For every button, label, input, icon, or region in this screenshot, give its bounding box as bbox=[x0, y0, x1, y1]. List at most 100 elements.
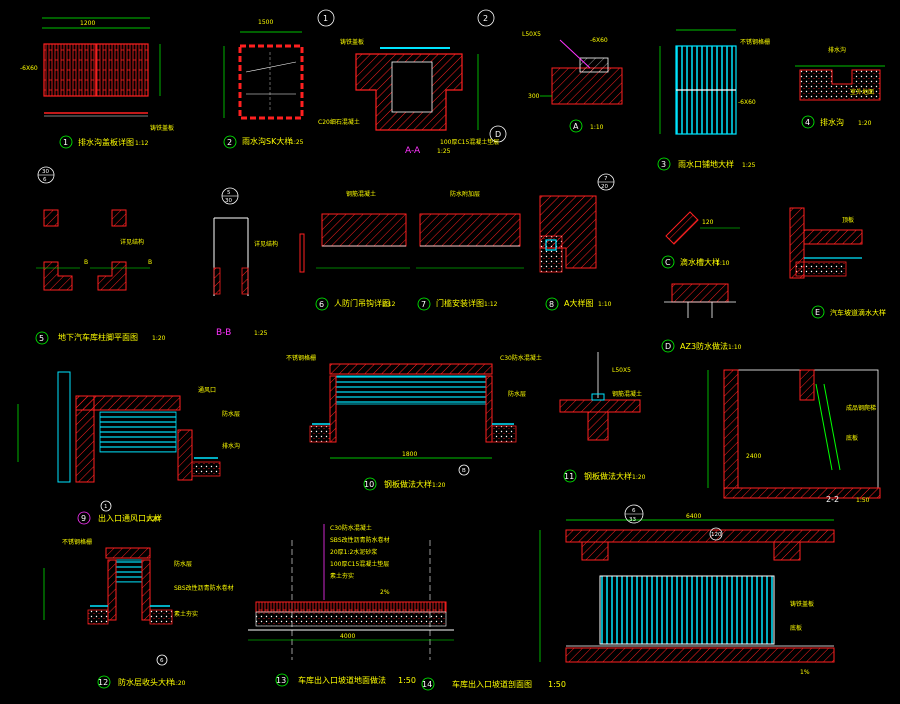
dim-label: 120 bbox=[711, 532, 722, 538]
detail-7-threshold: 防水附加层 7 门槛安装详图 1:12 bbox=[416, 190, 524, 311]
detail-title: 防水层收头大样 bbox=[118, 677, 174, 687]
detail-scale: 1:25 bbox=[254, 330, 268, 337]
note-label: 防水附加层 bbox=[450, 190, 480, 198]
section-label: 2-2 bbox=[826, 495, 839, 504]
detail-title: 车库出入口坡道地面做法 bbox=[298, 675, 386, 685]
detail-12-waterproof-end: 不锈钢格栅 防水层 SBS改性沥青防水卷材 素土夯实 6 12 防水层收头大样 … bbox=[43, 538, 234, 689]
detail-2-rain-well: 1500 2 雨水沟SK大样 1:25 bbox=[223, 19, 304, 149]
note-label: 成品钢爬梯 bbox=[846, 404, 876, 412]
dim-label: 120 bbox=[702, 219, 714, 226]
ref-bubble: 2 bbox=[483, 14, 488, 23]
dim-label: 4000 bbox=[340, 633, 355, 640]
detail-section-b-b: 5 30 详见结构 B-B 1:25 bbox=[213, 187, 305, 338]
detail-scale: 1:12 bbox=[484, 301, 498, 308]
detail-scale: 1:20 bbox=[172, 680, 186, 687]
note-label: 不锈钢格栅 bbox=[286, 354, 316, 362]
detail-scale: 1:10 bbox=[598, 301, 612, 308]
detail-number: C bbox=[665, 258, 671, 267]
detail-number: 12 bbox=[98, 678, 108, 687]
ref-letter: B bbox=[84, 259, 88, 266]
note-label: 不锈钢格栅 bbox=[740, 38, 770, 46]
detail-title: 钢板做法大样 bbox=[384, 479, 432, 489]
detail-scale: 1:50 bbox=[398, 676, 416, 685]
dim-label: 6400 bbox=[686, 513, 701, 520]
detail-9-vent: 通风口 防水层 排水沟 1 9 出入口通风口大样 1:20 bbox=[17, 371, 240, 525]
ref-bubble: 33 bbox=[629, 517, 636, 523]
detail-6-hook: 钢筋混凝土 6 人防门吊钩详图 1:12 bbox=[315, 190, 410, 311]
detail-number: 8 bbox=[549, 300, 554, 309]
note-label: L50X5 bbox=[522, 31, 541, 38]
dim-label: 2400 bbox=[746, 453, 761, 460]
detail-number: 4 bbox=[805, 118, 810, 127]
detail-title: 汽车坡道滴水大样 bbox=[830, 308, 886, 317]
detail-title: 排水沟 bbox=[820, 117, 844, 127]
detail-number: 9 bbox=[81, 514, 86, 523]
detail-c-drip: 120 C 滴水槽大样 1:10 bbox=[661, 211, 740, 269]
detail-scale: 1:50 bbox=[856, 497, 870, 504]
detail-number: 3 bbox=[661, 160, 666, 169]
note-label: 详见结构 bbox=[120, 238, 144, 246]
detail-scale: 1:20 bbox=[432, 482, 446, 489]
detail-number: A bbox=[573, 122, 579, 131]
detail-title: 排水沟盖板详图 bbox=[78, 137, 134, 147]
note-label: C30防水混凝土 bbox=[330, 524, 372, 532]
detail-number: 14 bbox=[422, 680, 432, 689]
detail-number: E bbox=[815, 308, 820, 317]
ref-bubble: 6 bbox=[632, 508, 636, 514]
note-label: 防水层 bbox=[508, 390, 526, 398]
note-label: 通风口 bbox=[198, 386, 216, 394]
note-label: 素土夯实 bbox=[174, 610, 198, 618]
detail-14-ramp-section: 6 33 120 6400 铸铁盖板 底板 1% 14 车库出入口坡道剖面图 1… bbox=[421, 504, 835, 691]
note-label: -6X60 bbox=[20, 65, 38, 72]
detail-number: 11 bbox=[564, 472, 574, 481]
detail-8-a-large: 7 20 8 A大样图 1:10 bbox=[539, 173, 615, 311]
ref-bubble: 7 bbox=[604, 176, 608, 182]
detail-grate-plan: 不锈钢格栅 -6X60 3 雨水口铺地大样 1:25 bbox=[657, 29, 770, 171]
note-label: 不锈钢格栅 bbox=[62, 538, 92, 546]
detail-title: 雨水沟SK大样 bbox=[242, 136, 292, 146]
ref-letter: B bbox=[148, 259, 152, 266]
detail-title: 滴水槽大样 bbox=[680, 257, 720, 267]
detail-scale: 1:12 bbox=[135, 140, 149, 147]
note-label: 20厚1:2水泥砂浆 bbox=[330, 548, 377, 556]
note-label: 100厚C15混凝土垫层 bbox=[330, 560, 389, 568]
detail-scale: 1:50 bbox=[548, 680, 566, 689]
ref-bubble: 6 bbox=[43, 177, 47, 183]
note-label: SBS改性沥青防水卷材 bbox=[330, 536, 390, 544]
detail-scale: 1:20 bbox=[858, 120, 872, 127]
detail-title: 车库出入口坡道剖面图 bbox=[452, 679, 532, 689]
detail-section-2-2: 成品钢爬梯 底板 2400 2-2 1:50 bbox=[707, 369, 881, 504]
note-label: C20细石混凝土 bbox=[318, 118, 360, 126]
slope-label: 2% bbox=[380, 589, 390, 596]
note-label: 防水层 bbox=[174, 560, 192, 568]
note-label: 铸铁盖板 bbox=[150, 124, 174, 132]
detail-1-drain-cover: 1200 -6X60 铸铁盖板 1 排水沟盖板详图 1:12 bbox=[20, 17, 174, 149]
detail-scale: 1:25 bbox=[290, 139, 304, 146]
detail-scale: 1:20 bbox=[146, 516, 160, 523]
detail-4-drain-ditch: 排水沟 室外地面 4 排水沟 1:20 bbox=[795, 46, 885, 129]
dim-label: 1800 bbox=[402, 451, 417, 458]
detail-number: 2 bbox=[227, 138, 232, 147]
detail-10-steel-plate: 不锈钢格栅 C30防水混凝土 防水层 1800 B 10 钢板做法大样 1:20 bbox=[286, 354, 542, 491]
note-label: 钢筋混凝土 bbox=[346, 190, 376, 198]
detail-title: AZ3防水做法 bbox=[680, 341, 728, 351]
detail-5-column-plan: 30 6 B B 详见结构 5 地下汽车库柱脚平面图 1:20 bbox=[35, 166, 166, 345]
note-label: C30防水混凝土 bbox=[500, 354, 542, 362]
detail-scale: 1:10 bbox=[728, 344, 742, 351]
detail-number: 5 bbox=[39, 334, 44, 343]
detail-scale: 1:20 bbox=[632, 474, 646, 481]
detail-title: 门槛安装详图 bbox=[436, 298, 484, 308]
note-label: 底板 bbox=[846, 434, 858, 442]
detail-title: A大样图 bbox=[564, 298, 593, 308]
detail-title: 雨水口铺地大样 bbox=[678, 159, 734, 169]
detail-scale: 1:25 bbox=[437, 148, 451, 155]
detail-title: 出入口通风口大样 bbox=[98, 513, 162, 523]
ref-bubble: 5 bbox=[227, 190, 231, 196]
note-label: 底板 bbox=[790, 624, 802, 632]
detail-number: 6 bbox=[319, 300, 324, 309]
section-label: A-A bbox=[405, 146, 421, 156]
detail-d-waterproof: D AZ3防水做法 1:10 bbox=[661, 283, 742, 353]
detail-3-section-a-a: 1 2 D 铸铁盖板 C20细石混凝土 100厚C15混凝土垫层 A-A 1:2… bbox=[317, 9, 507, 156]
note-label: 详见结构 bbox=[254, 240, 278, 248]
